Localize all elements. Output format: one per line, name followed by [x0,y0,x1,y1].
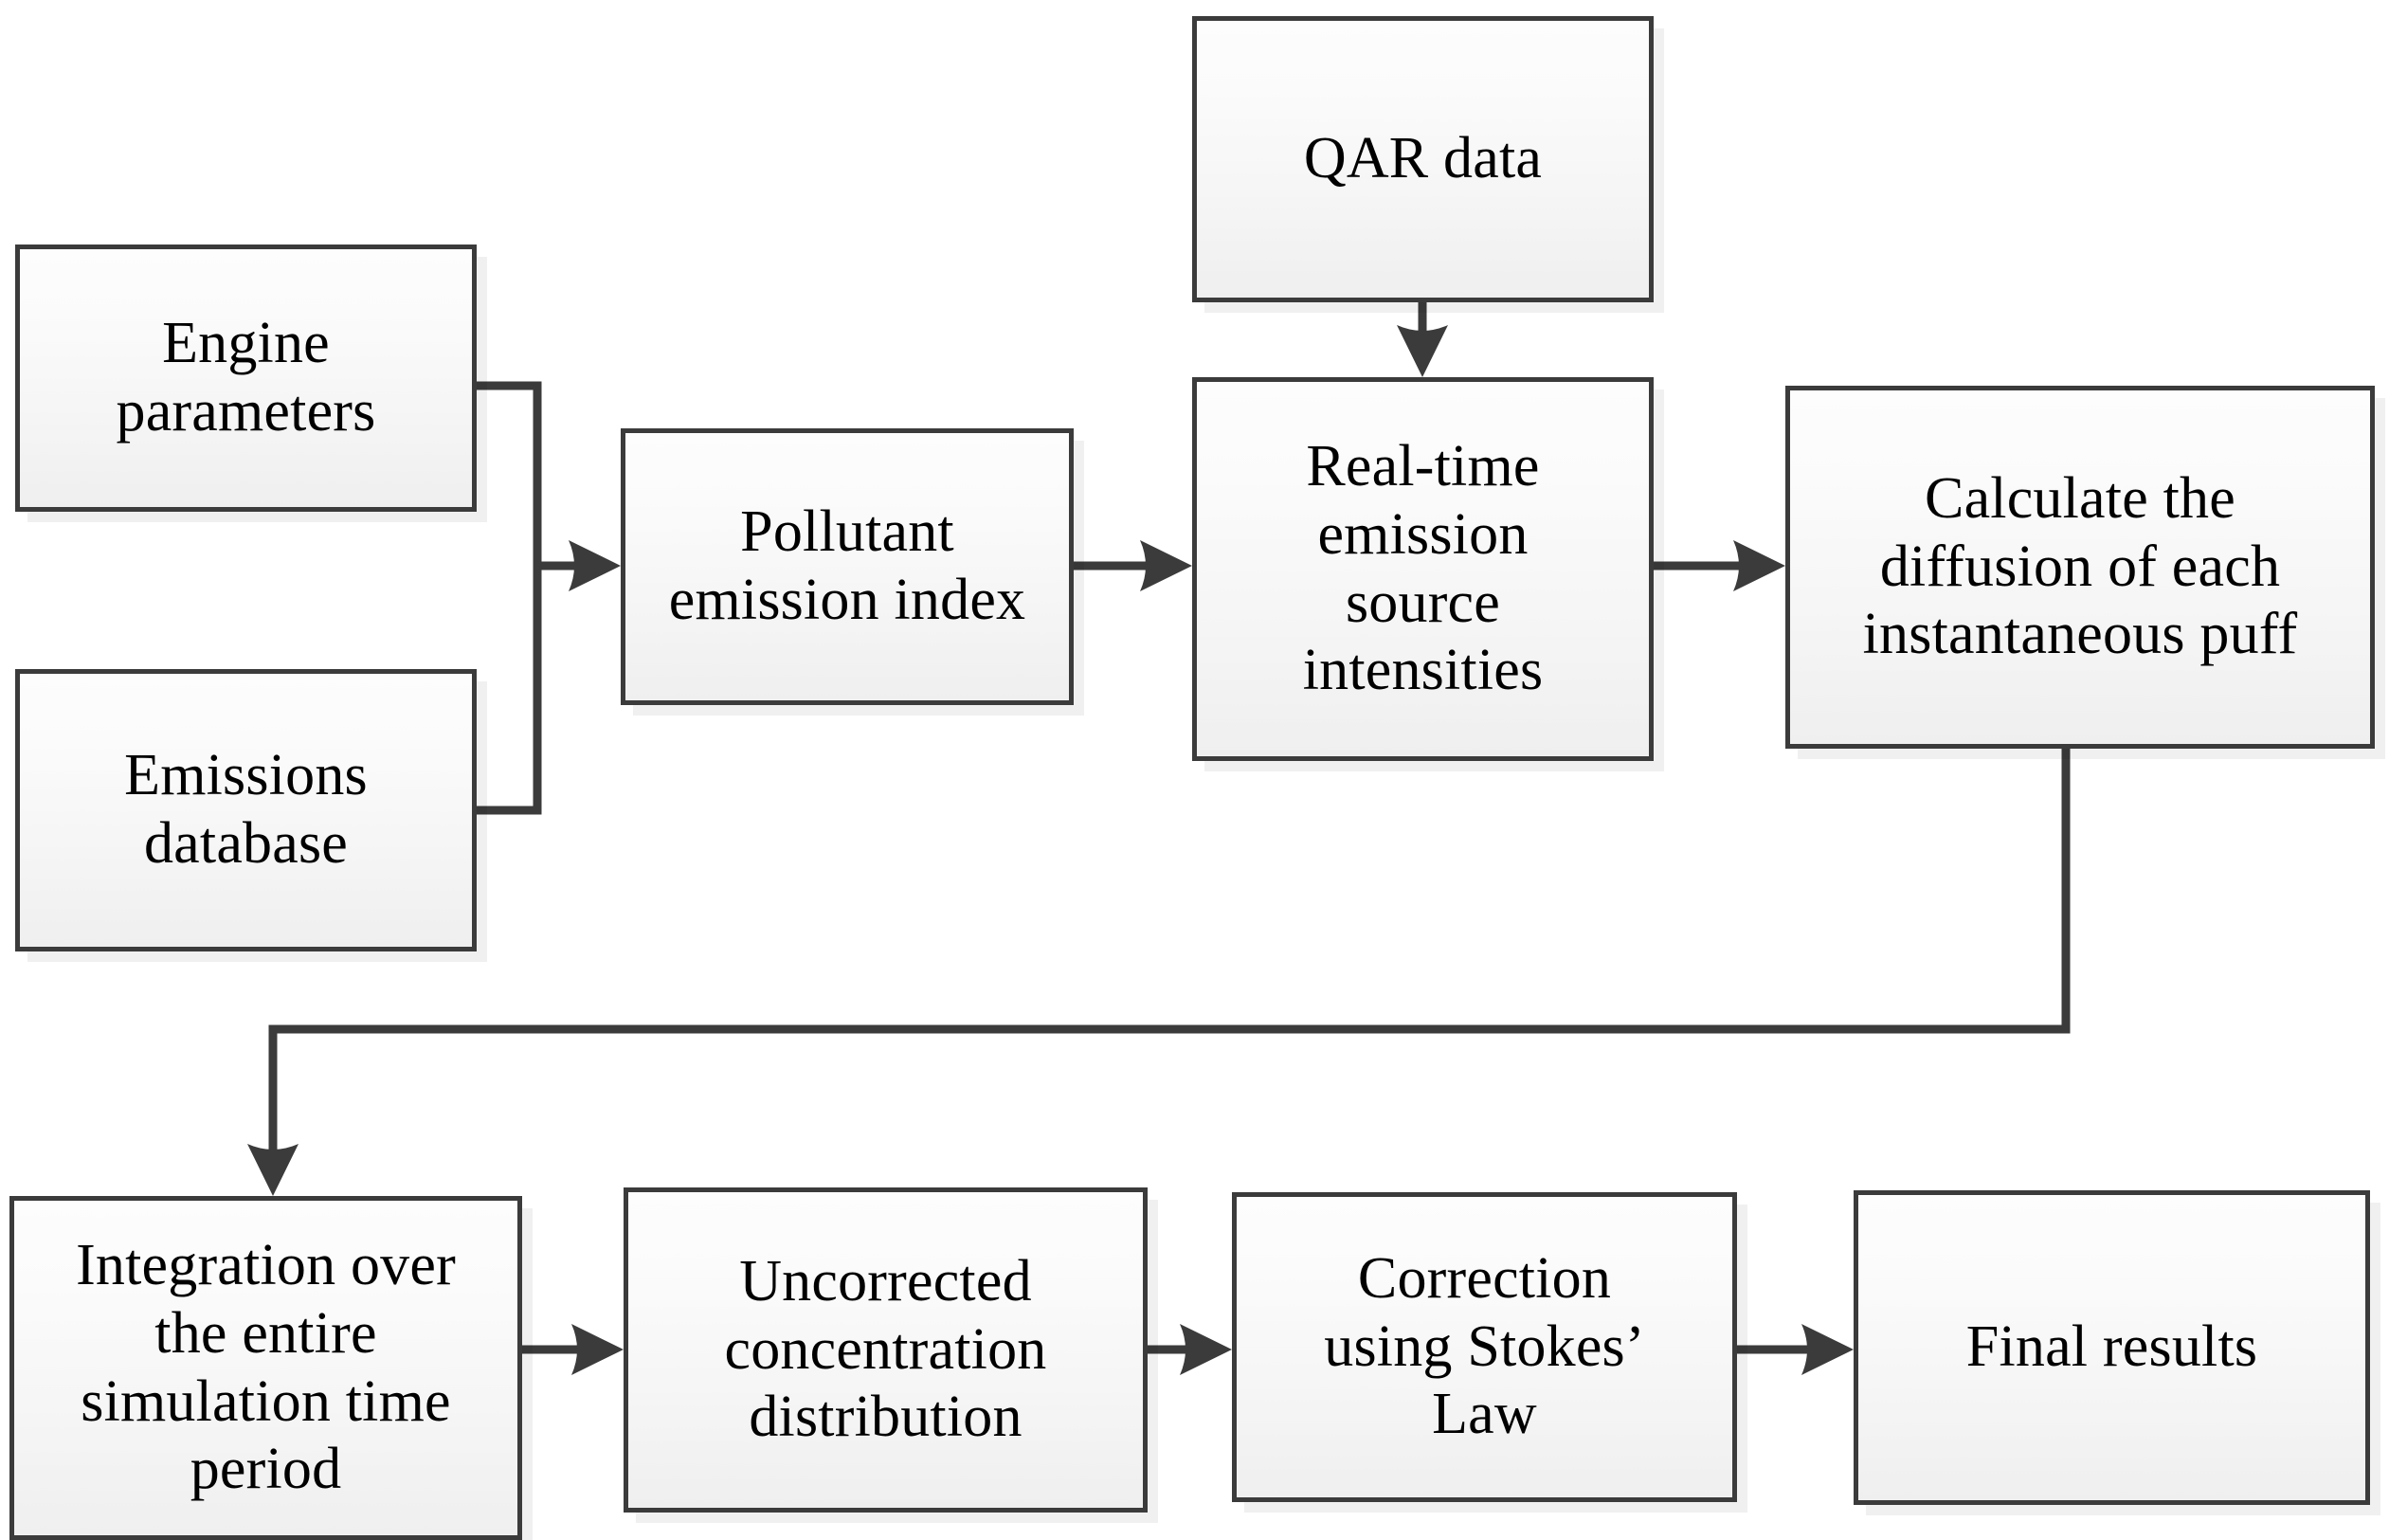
node-final-results-label: Final results [1965,1314,2258,1380]
connector-uncorrected-to-correction-arrowhead [1180,1324,1232,1375]
node-engine-parameters[interactable]: Engine parameters [15,245,477,512]
node-real-time-emission-source-intensities[interactable]: Real-time emission source intensities [1192,377,1654,761]
node-calculate-diffusion[interactable]: Calculate the diffusion of each instanta… [1785,386,2375,749]
node-pollutant-emission-index[interactable]: Pollutant emission index [621,428,1074,705]
node-uncorrected-concentration-distribution[interactable]: Uncorrected concentration distribution [624,1187,1148,1513]
node-correction-using-stokes-law-label: Correction using Stokes’ Law [1324,1245,1645,1447]
node-uncorrected-concentration-distribution-label: Uncorrected concentration distribution [724,1248,1047,1450]
connector-calculate-to-integration-line [268,749,2071,1156]
connector-realtime-to-calculate-arrowhead [1733,540,1785,591]
node-qar-data[interactable]: QAR data [1192,16,1654,302]
node-calculate-diffusion-label: Calculate the diffusion of each instanta… [1862,465,2298,667]
node-integration-over-simulation-time-label: Integration over the entire simulation t… [76,1232,456,1502]
connector-qar-to-realtime-arrowhead [1397,325,1448,377]
connector-integration-to-uncorrected-arrowhead [571,1324,624,1375]
node-qar-data-label: QAR data [1303,126,1543,191]
node-final-results[interactable]: Final results [1854,1190,2370,1505]
connector-correction-to-final-arrowhead [1801,1324,1854,1375]
connector-merge-to-pollutant-arrowhead [569,540,621,591]
node-emissions-database[interactable]: Emissions database [15,669,477,951]
node-real-time-emission-source-intensities-label: Real-time emission source intensities [1302,433,1544,703]
node-correction-using-stokes-law[interactable]: Correction using Stokes’ Law [1232,1192,1737,1502]
node-integration-over-simulation-time[interactable]: Integration over the entire simulation t… [9,1196,522,1540]
connector-pollutant-to-realtime-arrowhead [1140,540,1192,591]
node-emissions-database-label: Emissions database [124,743,368,876]
node-pollutant-emission-index-label: Pollutant emission index [668,499,1026,632]
connector-engine-to-merge [477,381,542,815]
connector-calculate-to-integration-arrowhead [247,1144,299,1196]
node-engine-parameters-label: Engine parameters [116,311,376,444]
